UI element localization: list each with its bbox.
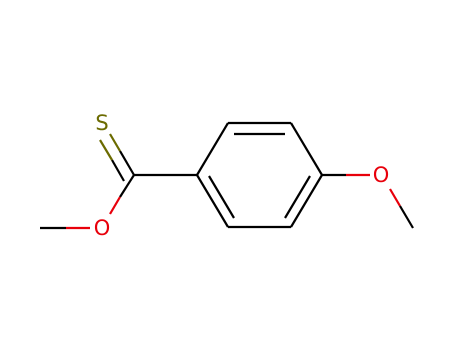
cs-double-bond-1-sulfur <box>109 133 121 152</box>
ring-bond-lower-left <box>196 174 229 228</box>
cs-double-bond-2-sulfur <box>99 139 113 161</box>
thioester-group: S O <box>40 111 197 240</box>
benzene-ring <box>196 121 323 229</box>
ester-oxygen-atom-label: O <box>94 216 111 240</box>
cs-double-bond-2 <box>111 159 125 182</box>
cs-double-bond-1 <box>119 150 135 176</box>
ring-bond-lower-right <box>290 174 323 228</box>
ring-bond-upper-left <box>196 122 229 176</box>
methoxy-oxygen-atom-label: O <box>373 163 390 187</box>
sulfur-atom-label: S <box>95 111 108 135</box>
methoxy-methyl-bond-oxygen <box>389 188 401 207</box>
ring-bond-upper-right <box>290 122 323 176</box>
ring-inner-bond-right <box>284 175 311 219</box>
methoxy-methyl-bond <box>399 205 414 229</box>
carbon-oxygen-bond-oxygen <box>109 196 121 215</box>
ring-inner-bond-left <box>208 175 235 219</box>
methoxy-group: O <box>322 163 414 229</box>
carbon-oxygen-bond <box>119 174 135 198</box>
